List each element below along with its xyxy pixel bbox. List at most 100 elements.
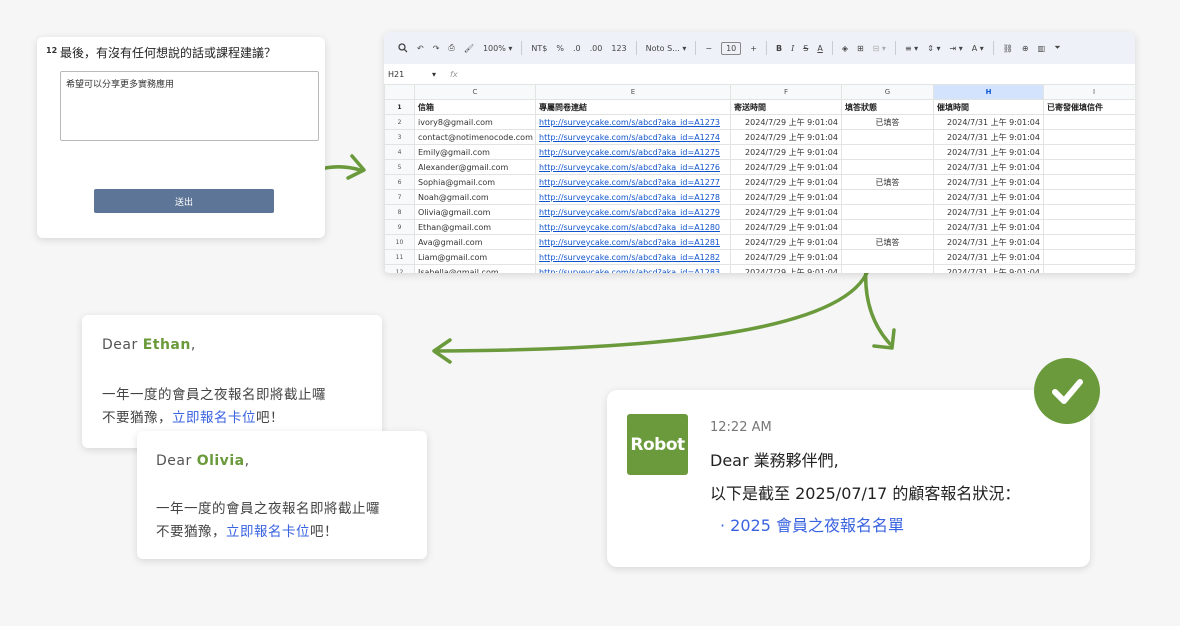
status-cell[interactable] xyxy=(841,264,934,273)
survey-link-cell[interactable]: http://surveycake.com/s/abcd?aka_id=A127… xyxy=(535,144,731,160)
row-number[interactable]: 9 xyxy=(384,219,415,235)
email-cell[interactable]: Emily@gmail.com xyxy=(414,144,536,160)
sent-time-cell[interactable]: 2024/7/29 上午 9:01:04 xyxy=(730,144,842,160)
corner-cell[interactable] xyxy=(384,84,415,100)
name-box[interactable]: H21▾ xyxy=(388,69,436,79)
reminder-time-cell[interactable]: 2024/7/31 上午 9:01:04 xyxy=(933,264,1044,273)
percent-button[interactable]: % xyxy=(556,43,564,53)
reminder-time-cell[interactable]: 2024/7/31 上午 9:01:04 xyxy=(933,249,1044,265)
fill-color-icon[interactable]: ◈ xyxy=(841,43,848,53)
status-cell[interactable] xyxy=(841,219,934,235)
zoom-select[interactable]: 100% ▾ xyxy=(482,43,513,53)
status-cell[interactable] xyxy=(841,159,934,175)
reminder-sent-cell[interactable] xyxy=(1043,234,1135,250)
survey-link-cell[interactable]: http://surveycake.com/s/abcd?aka_id=A127… xyxy=(535,189,731,205)
search-icon[interactable] xyxy=(398,43,408,53)
email-cell[interactable]: Liam@gmail.com xyxy=(414,249,536,265)
reminder-time-cell[interactable]: 2024/7/31 上午 9:01:04 xyxy=(933,159,1044,175)
survey-link-cell[interactable]: http://surveycake.com/s/abcd?aka_id=A127… xyxy=(535,159,731,175)
sent-time-cell[interactable]: 2024/7/29 上午 9:01:04 xyxy=(730,174,842,190)
comment-icon[interactable]: ⊕ xyxy=(1021,43,1029,53)
register-link[interactable]: 立即報名卡位 xyxy=(172,410,256,426)
reminder-sent-cell[interactable] xyxy=(1043,264,1135,273)
sent-time-cell[interactable]: 2024/7/29 上午 9:01:04 xyxy=(730,249,842,265)
text-wrap-icon[interactable]: ⇥ ▾ xyxy=(949,43,963,53)
number-format-button[interactable]: 123 xyxy=(611,43,627,53)
paint-format-icon[interactable]: 🖌 xyxy=(463,43,474,53)
email-cell[interactable]: Olivia@gmail.com xyxy=(414,204,536,220)
increase-decimal-button[interactable]: .00 xyxy=(589,43,603,53)
reminder-sent-cell[interactable] xyxy=(1043,189,1135,205)
email-cell[interactable]: Sophia@gmail.com xyxy=(414,174,536,190)
column-header-f[interactable]: F xyxy=(730,84,842,100)
reminder-time-cell[interactable]: 2024/7/31 上午 9:01:04 xyxy=(933,144,1044,160)
email-cell[interactable]: contact@notimenocode.com xyxy=(414,129,536,145)
column-header-i[interactable]: I xyxy=(1043,84,1135,100)
survey-link-cell[interactable]: http://surveycake.com/s/abcd?aka_id=A128… xyxy=(535,234,731,250)
sent-time-cell[interactable]: 2024/7/29 上午 9:01:04 xyxy=(730,189,842,205)
strikethrough-button[interactable]: S xyxy=(803,43,809,53)
link-icon[interactable]: ⛓ xyxy=(1002,43,1013,53)
status-cell[interactable] xyxy=(841,129,934,145)
survey-link-cell[interactable]: http://surveycake.com/s/abcd?aka_id=A128… xyxy=(535,264,731,273)
reminder-sent-cell[interactable] xyxy=(1043,249,1135,265)
header-cell[interactable]: 填答狀態 xyxy=(841,99,934,115)
reminder-sent-cell[interactable] xyxy=(1043,174,1135,190)
email-cell[interactable]: Noah@gmail.com xyxy=(414,189,536,205)
row-number[interactable]: 7 xyxy=(384,189,415,205)
currency-button[interactable]: NT$ xyxy=(531,43,548,53)
row-number[interactable]: 4 xyxy=(384,144,415,160)
status-cell[interactable] xyxy=(841,144,934,160)
reminder-sent-cell[interactable] xyxy=(1043,144,1135,160)
merge-cells-icon[interactable]: ⊟ ▾ xyxy=(872,43,886,53)
email-cell[interactable]: Isabella@gmail.com xyxy=(414,264,536,273)
survey-link-cell[interactable]: http://surveycake.com/s/abcd?aka_id=A127… xyxy=(535,204,731,220)
survey-link-cell[interactable]: http://surveycake.com/s/abcd?aka_id=A127… xyxy=(535,129,731,145)
header-cell[interactable]: 專屬問卷連結 xyxy=(535,99,731,115)
sent-time-cell[interactable]: 2024/7/29 上午 9:01:04 xyxy=(730,234,842,250)
align-vertical-icon[interactable]: ⇕ ▾ xyxy=(927,43,941,53)
header-cell[interactable]: 信箱 xyxy=(414,99,536,115)
reminder-sent-cell[interactable] xyxy=(1043,204,1135,220)
row-number[interactable]: 11 xyxy=(384,249,415,265)
status-cell[interactable]: 已填答 xyxy=(841,174,934,190)
status-cell[interactable] xyxy=(841,249,934,265)
header-cell[interactable]: 催填時間 xyxy=(933,99,1044,115)
row-number[interactable]: 10 xyxy=(384,234,415,250)
email-cell[interactable]: ivory8@gmail.com xyxy=(414,114,536,130)
italic-button[interactable]: I xyxy=(791,43,795,53)
row-number[interactable]: 8 xyxy=(384,204,415,220)
chart-icon[interactable]: ▥ xyxy=(1037,43,1046,53)
text-rotation-icon[interactable]: A ▾ xyxy=(971,43,984,53)
survey-link-cell[interactable]: http://surveycake.com/s/abcd?aka_id=A127… xyxy=(535,174,731,190)
status-cell[interactable]: 已填答 xyxy=(841,234,934,250)
status-cell[interactable]: 已填答 xyxy=(841,114,934,130)
header-cell[interactable]: 寄送時間 xyxy=(730,99,842,115)
align-horizontal-icon[interactable]: ≡ ▾ xyxy=(904,43,919,53)
row-number[interactable]: 5 xyxy=(384,159,415,175)
column-header-g[interactable]: G xyxy=(841,84,934,100)
survey-link-cell[interactable]: http://surveycake.com/s/abcd?aka_id=A128… xyxy=(535,219,731,235)
reminder-sent-cell[interactable] xyxy=(1043,129,1135,145)
bold-button[interactable]: B xyxy=(775,43,783,53)
reminder-time-cell[interactable]: 2024/7/31 上午 9:01:04 xyxy=(933,129,1044,145)
undo-icon[interactable]: ↶ xyxy=(417,43,424,53)
column-header-e[interactable]: E xyxy=(535,84,731,100)
submit-button[interactable]: 送出 xyxy=(94,189,274,213)
decrease-decimal-button[interactable]: .0 xyxy=(572,43,581,53)
reminder-sent-cell[interactable] xyxy=(1043,159,1135,175)
reminder-sent-cell[interactable] xyxy=(1043,114,1135,130)
email-cell[interactable]: Ava@gmail.com xyxy=(414,234,536,250)
email-cell[interactable]: Ethan@gmail.com xyxy=(414,219,536,235)
row-number[interactable]: 2 xyxy=(384,114,415,130)
sent-time-cell[interactable]: 2024/7/29 上午 9:01:04 xyxy=(730,159,842,175)
header-cell[interactable]: 已寄發催填信件 xyxy=(1043,99,1135,115)
column-header-c[interactable]: C xyxy=(414,84,536,100)
column-header-h[interactable]: H xyxy=(933,84,1044,100)
print-icon[interactable]: ⎙ xyxy=(448,43,455,52)
redo-icon[interactable]: ↷ xyxy=(432,43,440,53)
reminder-time-cell[interactable]: 2024/7/31 上午 9:01:04 xyxy=(933,189,1044,205)
status-cell[interactable] xyxy=(841,189,934,205)
reminder-time-cell[interactable]: 2024/7/31 上午 9:01:04 xyxy=(933,234,1044,250)
register-link[interactable]: 立即報名卡位 xyxy=(226,524,310,540)
